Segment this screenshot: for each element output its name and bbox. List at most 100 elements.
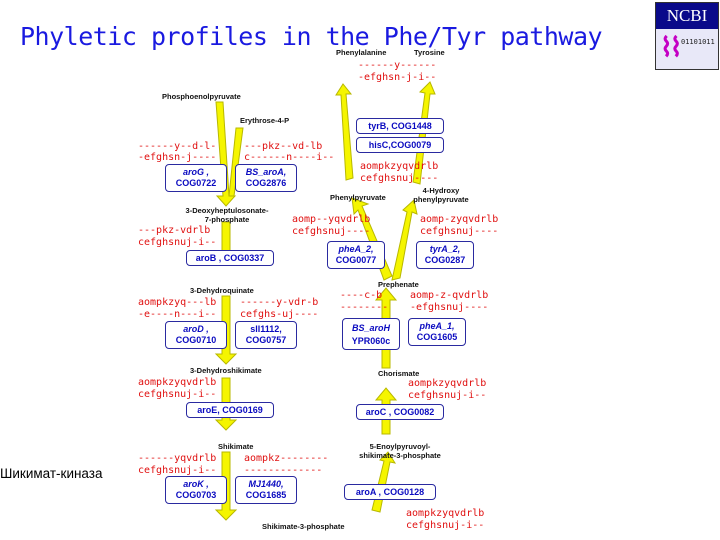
profile-arob-1: ---pkz-vdrlb <box>138 225 211 236</box>
dna-icon: ⌇⌇ <box>660 33 682 62</box>
gene-hisc-label: hisC,COG0079 <box>368 140 432 150</box>
ncbi-logo: NCBI ⌇⌇ 01101011 <box>655 2 719 70</box>
gene-arod-name: aroD , <box>183 324 209 334</box>
profile-aroa-2: cefghsnuj-i-- <box>406 520 485 531</box>
profile-bsaroh-2: -------- <box>340 302 389 313</box>
metabolite-epsp-line2: shikimate-3-phosphate <box>359 451 441 460</box>
metabolite-prephenate: Prephenate <box>378 280 419 289</box>
profile-arob-2: cefghsnuj-i-- <box>138 237 217 248</box>
gene-aroa-label: aroA , COG0128 <box>355 487 425 497</box>
logo-text: NCBI <box>656 3 718 29</box>
profile-aroc-2: cefghsnuj-i-- <box>408 390 487 401</box>
logo-emblem: ⌇⌇ 01101011 <box>656 29 718 69</box>
gene-phea2-cog: COG0077 <box>335 255 377 265</box>
profile-arok-1: ------yqvdrlb <box>138 453 217 464</box>
metabolite-3-dehydroshikimate: 3-Dehydroshikimate <box>190 366 262 375</box>
arrow-prephenate-hpp <box>391 199 418 281</box>
gene-sll1112-name: sll1112, <box>250 324 282 334</box>
profile-aroe-1: aompkzyqvdrlb <box>138 377 217 388</box>
gene-box-tyrb: tyrB, COG1448 <box>356 118 444 134</box>
gene-tyrb-label: tyrB, COG1448 <box>368 121 432 131</box>
gene-box-arob: aroB , COG0337 <box>186 250 274 266</box>
metabolite-shikimate: Shikimate <box>218 442 254 451</box>
arrow-phepyr-phe <box>335 83 354 181</box>
gene-phea1-cog: COG1605 <box>416 332 458 342</box>
gene-aroe-label: aroE, COG0169 <box>197 405 263 415</box>
gene-phea2-name: pheA_2, <box>338 244 374 254</box>
gene-box-bsaroh: BS_aroH YPR060c <box>342 318 400 350</box>
gene-box-bsaroa: BS_aroA, COG2876 <box>235 164 297 192</box>
profile-mj1440-2: ------------- <box>244 465 323 476</box>
gene-bsaroa-name: BS_aroA, <box>245 167 287 177</box>
profile-phea1-1: aomp-z-qvdrlb <box>410 290 489 301</box>
shikimate-kinase-label: Шикимат-киназа <box>0 466 103 481</box>
gene-arob-label: aroB , COG0337 <box>195 253 265 263</box>
metabolite-erythrose-4-p: Erythrose-4-P <box>240 116 290 125</box>
profile-arod-2: -e----n---i-- <box>138 309 217 320</box>
gene-box-hisc: hisC,COG0079 <box>356 137 444 153</box>
gene-bsaroh-yeast: YPR060c <box>351 336 391 346</box>
gene-box-phea1: pheA_1, COG1605 <box>408 318 466 346</box>
metabolite-epsp-line1: 5-Enoylpyruvoyl- <box>369 442 431 451</box>
gene-box-tyra2: tyrA_2, COG0287 <box>416 241 474 269</box>
metabolite-chorismate: Chorismate <box>378 369 420 378</box>
metabolite-3-dehydroquinate: 3-Dehydroquinate <box>190 286 254 295</box>
profile-bsaroa-2: c------n----i-- <box>244 152 335 163</box>
metabolite-phenylalanine: Phenylalanine <box>336 48 387 57</box>
profile-aroa-1: aompkzyqvdrlb <box>406 508 485 519</box>
gene-tyra2-cog: COG0287 <box>424 255 466 265</box>
metabolite-dahp-line2: 7-phosphate <box>204 215 250 224</box>
gene-box-aroe: aroE, COG0169 <box>186 402 274 418</box>
profile-tyrb-2: -efghsn-j-i-- <box>358 72 437 83</box>
gene-box-arod: aroD , COG0710 <box>165 321 227 349</box>
gene-arok-name: aroK , <box>183 479 209 489</box>
gene-arok-cog: COG0703 <box>175 490 217 500</box>
profile-aroc-1: aompkzyqvdrlb <box>408 378 487 389</box>
gene-box-arok: aroK , COG0703 <box>165 476 227 504</box>
gene-phea1-name: pheA_1, <box>419 321 455 331</box>
profile-hisc-2: cefghsnuj---- <box>360 173 439 184</box>
profile-mj1440-1: aompkz-------- <box>244 453 329 464</box>
profile-arok-2: cefghsnuj-i-- <box>138 465 217 476</box>
gene-arog-name: aroG , <box>182 167 209 177</box>
metabolite-dahp-line1: 3-Deoxyheptulosonate- <box>185 206 269 215</box>
profile-bsaroa-1: ---pkz--vd-lb <box>244 141 323 152</box>
profile-sll1112-2: cefghs-uj---- <box>240 309 319 320</box>
profile-tyra2-1: aomp-zyqvdrlb <box>420 214 499 225</box>
gene-box-phea2: pheA_2, COG0077 <box>327 241 385 269</box>
metabolite-phenylpyruvate: Phenylpyruvate <box>330 193 386 202</box>
profile-tyra2-2: cefghsnuj---- <box>420 226 499 237</box>
gene-box-aroa: aroA , COG0128 <box>344 484 436 500</box>
gene-box-sll1112: sll1112, COG0757 <box>235 321 297 349</box>
gene-arog-cog: COG0722 <box>175 178 217 188</box>
metabolite-shikimate-3-phosphate: Shikimate-3-phosphate <box>262 522 345 531</box>
profile-arog-1: ------y--d-l- <box>138 141 217 152</box>
profile-phea2-1: aomp--yqvdrlb <box>292 214 371 225</box>
metabolite-4-hydroxy-line1: 4-Hydroxy <box>422 186 460 195</box>
profile-phea2-2: cefghsnuj---- <box>292 226 371 237</box>
gene-box-mj1440: MJ1440, COG1685 <box>235 476 297 504</box>
arrow-pep-dahp <box>215 101 237 207</box>
gene-arod-cog: COG0710 <box>175 335 217 345</box>
logo-bits: 01101011 <box>681 38 715 46</box>
gene-box-arog: aroG , COG0722 <box>165 164 227 192</box>
metabolite-tyrosine: Tyrosine <box>414 48 445 57</box>
gene-bsaroh-name: BS_aroH <box>351 323 390 333</box>
gene-sll1112-cog: COG0757 <box>245 335 287 345</box>
gene-mj1440-cog: COG1685 <box>245 490 287 500</box>
profile-arod-1: aompkzyq---lb <box>138 297 217 308</box>
profile-aroe-2: cefghsnuj-i-- <box>138 389 217 400</box>
gene-aroc-label: aroC , COG0082 <box>365 407 435 417</box>
profile-sll1112-1: ------y-vdr-b <box>240 297 319 308</box>
gene-box-aroc: aroC , COG0082 <box>356 404 444 420</box>
profile-arog-2: -efghsn-j---- <box>138 152 217 163</box>
gene-mj1440-name: MJ1440, <box>248 479 284 489</box>
gene-bsaroa-cog: COG2876 <box>245 178 287 188</box>
profile-phea1-2: -efghsnuj---- <box>410 302 489 313</box>
metabolite-4-hydroxy-line2: phenylpyruvate <box>413 195 469 204</box>
page-title: Phyletic profiles in the Phe/Tyr pathway <box>20 22 603 51</box>
profile-tyrb-1: ------y------ <box>358 60 437 71</box>
arrow-s3p-epsp <box>371 451 397 513</box>
arrow-e4p-dahp <box>228 127 244 197</box>
profile-hisc-1: aompkzyqvdrlb <box>360 161 439 172</box>
